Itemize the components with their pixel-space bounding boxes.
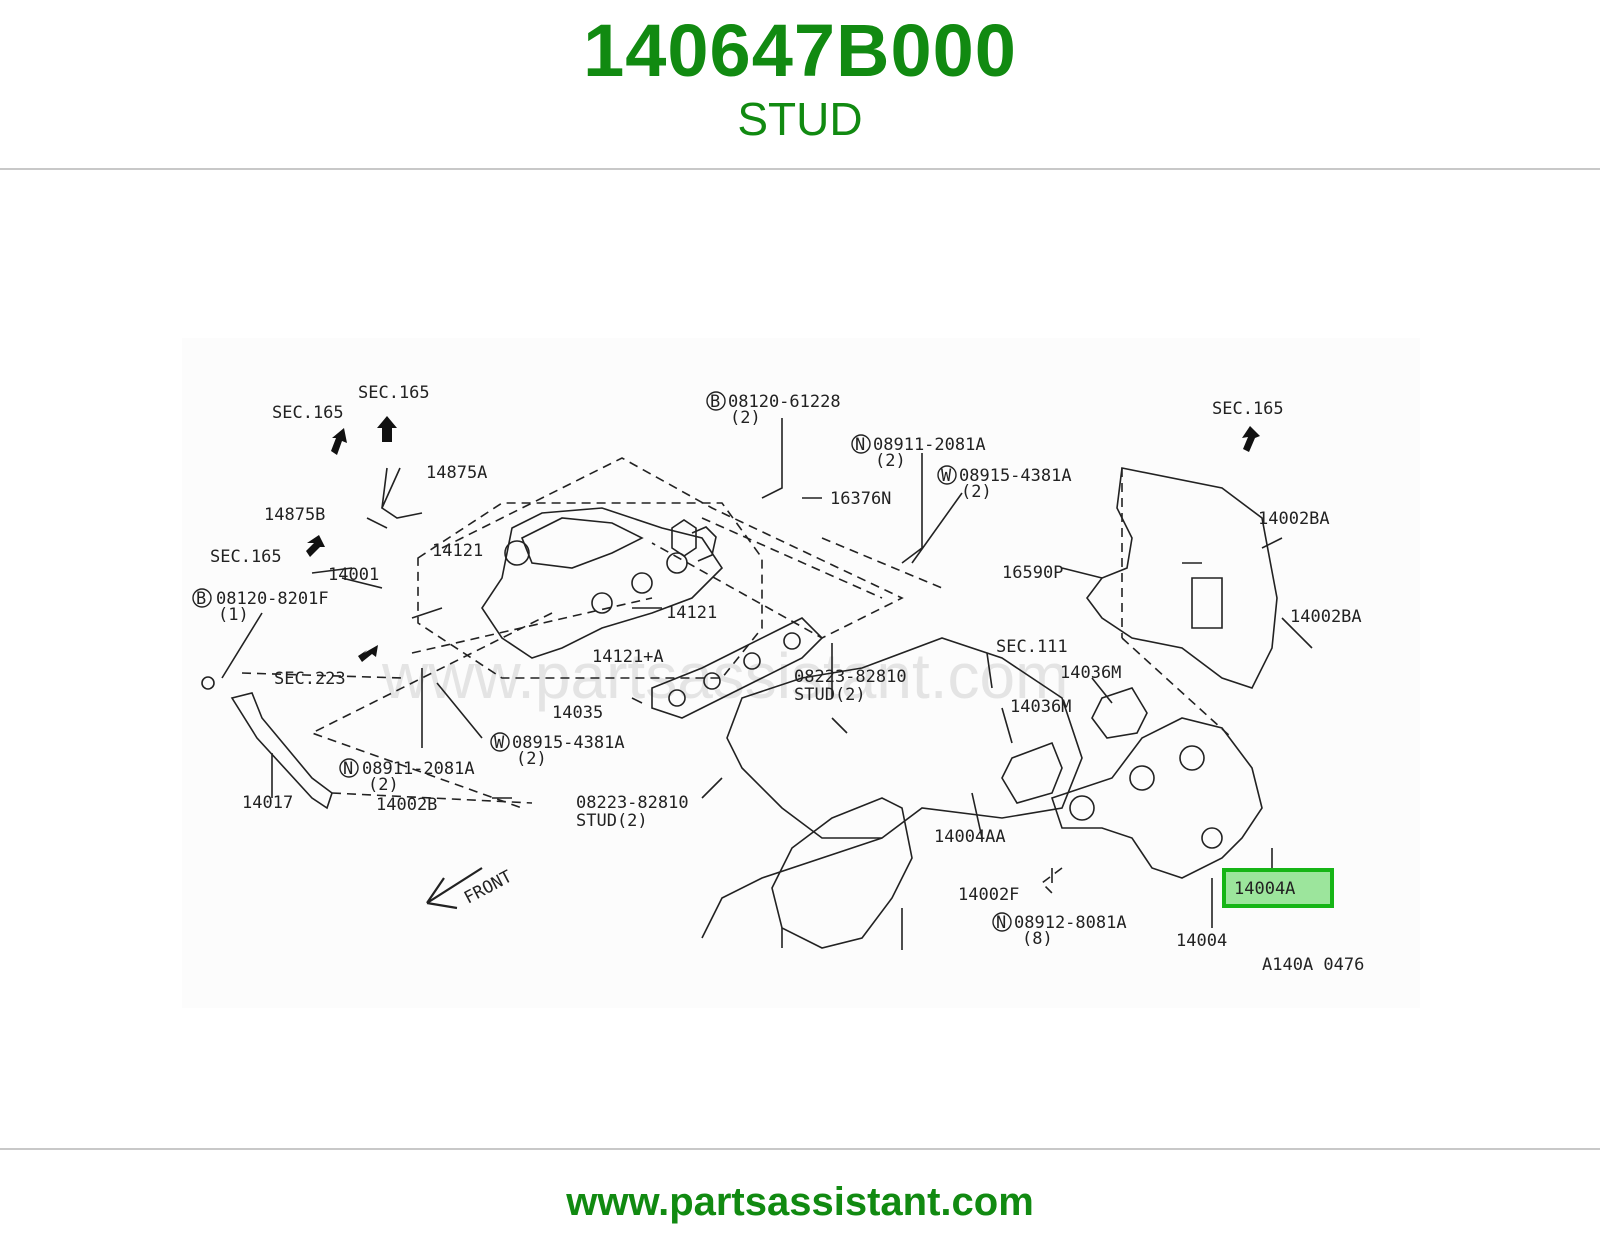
callout-qty: (2) xyxy=(961,482,992,502)
callout-14004a-highlighted[interactable]: 14004A xyxy=(1234,879,1295,899)
callout-08912-8081a: 08912-8081A xyxy=(1014,913,1127,933)
callout-14002ba: 14002BA xyxy=(1290,607,1362,627)
callout-qty: (8) xyxy=(1022,929,1053,949)
callout-16590p: 16590P xyxy=(1002,563,1063,583)
callout-08911-2081a: 08911-2081A xyxy=(362,759,475,779)
callout-stud-qty: STUD(2) xyxy=(794,685,866,705)
callout-08120-8201f: 08120-8201F xyxy=(216,589,329,609)
footer-website-link[interactable]: www.partsassistant.com xyxy=(566,1180,1034,1224)
callout-sec165: SEC.165 xyxy=(210,547,282,567)
n-mark: N xyxy=(343,759,353,779)
spec-circle-letters: B B N W W N N xyxy=(196,392,1006,933)
callout-08120-61228: 08120-61228 xyxy=(728,392,841,412)
callout-14036m: 14036M xyxy=(1010,697,1071,717)
callout-08915-4381a: 08915-4381A xyxy=(512,733,625,753)
front-label: FRONT xyxy=(461,867,516,909)
callout-14002b: 14002B xyxy=(376,795,437,815)
callout-08915-4381a: 08915-4381A xyxy=(959,466,1072,486)
callout-14035: 14035 xyxy=(552,703,603,723)
n-mark: N xyxy=(855,435,865,455)
callout-14875b: 14875B xyxy=(264,505,325,525)
callout-14875a: 14875A xyxy=(426,463,487,483)
callout-qty: (2) xyxy=(730,408,761,428)
callout-14002f: 14002F xyxy=(958,885,1019,905)
callout-14121a: 14121+A xyxy=(592,647,664,667)
callout-08223-82810: 08223-82810 xyxy=(794,667,907,687)
watermark-text: www.partsassistant.com xyxy=(381,640,1068,712)
header-divider xyxy=(0,168,1600,170)
page-header: 140647B000 STUD xyxy=(0,0,1600,168)
n-mark: N xyxy=(996,913,1006,933)
callout-14004: 14004 xyxy=(1176,931,1227,951)
callout-sec223: SEC.223 xyxy=(274,669,346,689)
callout-14001: 14001 xyxy=(328,565,379,585)
diagram-linework xyxy=(201,418,1313,950)
exploded-parts-diagram: www.partsassistant.com xyxy=(182,338,1420,1008)
part-number-title: 140647B000 xyxy=(583,9,1017,92)
b-mark: B xyxy=(710,392,720,412)
callout-qty: (2) xyxy=(516,749,547,769)
part-name-subtitle: STUD xyxy=(737,93,863,145)
callout-sec165: SEC.165 xyxy=(1212,399,1284,419)
callout-sec111: SEC.111 xyxy=(996,637,1068,657)
w-mark: W xyxy=(941,466,952,486)
callout-08223-82810: 08223-82810 xyxy=(576,793,689,813)
callout-sec165: SEC.165 xyxy=(358,383,430,403)
callout-qty: (2) xyxy=(368,775,399,795)
figure-code: A140A 0476 xyxy=(1262,955,1364,975)
section-arrows xyxy=(306,416,1260,662)
footer-divider xyxy=(0,1148,1600,1150)
diagram-canvas: www.partsassistant.com xyxy=(192,383,1364,975)
callout-14004aa: 14004AA xyxy=(934,827,1006,847)
callout-16376n: 16376N xyxy=(830,489,891,509)
b-mark: B xyxy=(196,589,206,609)
callout-14121: 14121 xyxy=(666,603,717,623)
highlight-box xyxy=(1222,868,1334,908)
callout-qty: (2) xyxy=(875,451,906,471)
callout-14036m: 14036M xyxy=(1060,663,1121,683)
w-mark: W xyxy=(494,733,505,753)
callout-14121: 14121 xyxy=(432,541,483,561)
callout-stud-qty: STUD(2) xyxy=(576,811,648,831)
callout-qty: (1) xyxy=(218,605,249,625)
callout-08911-2081a: 08911-2081A xyxy=(873,435,986,455)
callout-labels: SEC.165 SEC.165 SEC.165 SEC.165 SEC.223 … xyxy=(210,383,1364,975)
spec-circle-marks xyxy=(192,391,1012,932)
callout-14017: 14017 xyxy=(242,793,293,813)
callout-sec165: SEC.165 xyxy=(272,403,344,423)
callout-14002ba: 14002BA xyxy=(1258,509,1330,529)
